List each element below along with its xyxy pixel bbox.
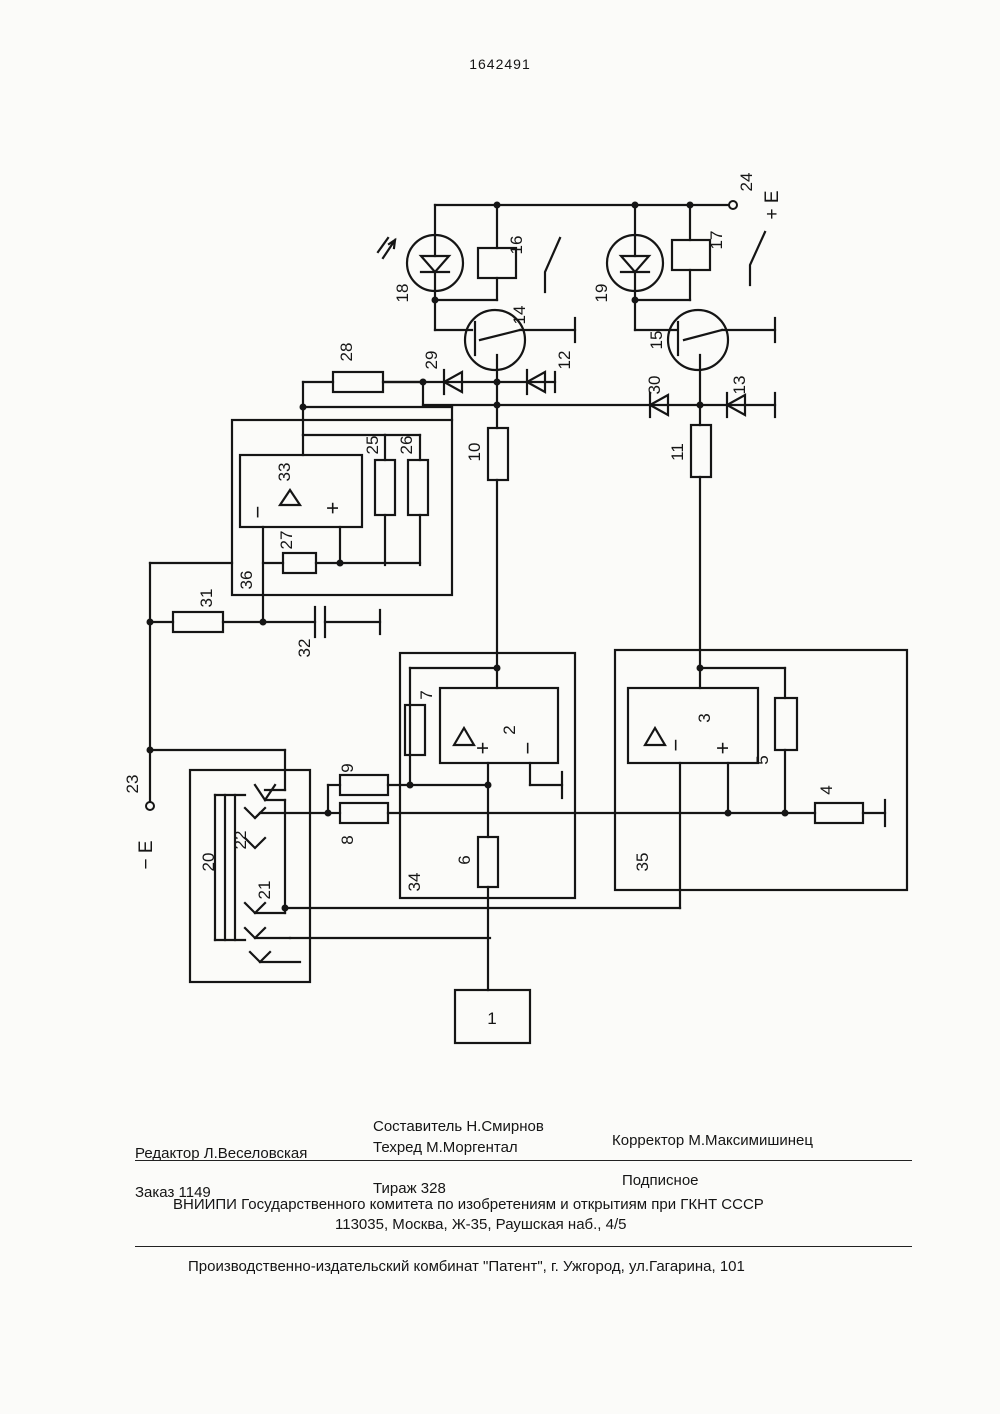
label-28: 28 bbox=[337, 343, 356, 362]
techred: Техред М.Моргентал bbox=[373, 1139, 518, 1156]
supply-minus-e: − E bbox=[136, 840, 157, 869]
label-26: 26 bbox=[397, 436, 416, 455]
label-1: 1 bbox=[487, 1009, 496, 1028]
label-25: 25 bbox=[363, 436, 382, 455]
circuit-schematic: 1 2 3 4 5 6 7 8 9 10 11 12 13 14 15 16 1… bbox=[0, 0, 1000, 1100]
label-12: 12 bbox=[555, 351, 574, 370]
opamp-2-plus: + bbox=[470, 742, 495, 755]
label-9: 9 bbox=[338, 763, 357, 772]
label-11: 11 bbox=[668, 443, 687, 461]
label-36: 36 bbox=[237, 571, 256, 590]
opamp-3-minus: − bbox=[663, 739, 688, 752]
label-3: 3 bbox=[695, 713, 714, 722]
label-34: 34 bbox=[405, 873, 424, 892]
footer-rule-bottom bbox=[135, 1246, 912, 1247]
label-33: 33 bbox=[275, 463, 294, 482]
label-7: 7 bbox=[417, 690, 436, 699]
label-29: 29 bbox=[422, 351, 441, 370]
label-8: 8 bbox=[338, 835, 357, 844]
label-4: 4 bbox=[817, 785, 836, 794]
label-22: 22 bbox=[231, 831, 250, 850]
label-27: 27 bbox=[277, 531, 296, 550]
label-24: 24 bbox=[737, 173, 756, 192]
opamp-33-minus: − bbox=[245, 506, 270, 519]
label-20: 20 bbox=[199, 853, 218, 872]
composer: Составитель Н.Смирнов bbox=[373, 1118, 544, 1135]
label-17: 17 bbox=[707, 231, 726, 250]
label-18: 18 bbox=[393, 284, 412, 303]
label-16: 16 bbox=[507, 236, 526, 255]
label-31: 31 bbox=[197, 589, 216, 608]
circulation: Тираж 328 bbox=[373, 1180, 446, 1197]
label-23: 23 bbox=[123, 775, 142, 794]
subscription: Подписное bbox=[622, 1172, 699, 1189]
label-2: 2 bbox=[500, 725, 519, 734]
publisher: Производственно-издательский комбинат "П… bbox=[188, 1258, 745, 1275]
label-15: 15 bbox=[647, 331, 666, 350]
label-6: 6 bbox=[455, 855, 474, 864]
label-10: 10 bbox=[465, 443, 484, 462]
label-14: 14 bbox=[510, 306, 529, 325]
label-30: 30 bbox=[645, 376, 664, 395]
corrector: Корректор М.Максимишинец bbox=[612, 1132, 813, 1149]
opamp-2-minus: − bbox=[515, 742, 540, 755]
opamp-3-plus: + bbox=[710, 742, 735, 755]
footer-rule-top bbox=[135, 1160, 912, 1161]
org-line-2: 113035, Москва, Ж-35, Раушская наб., 4/5 bbox=[335, 1216, 627, 1233]
supply-plus-e: + E bbox=[762, 190, 783, 219]
label-5: 5 bbox=[753, 755, 772, 764]
label-19: 19 bbox=[592, 284, 611, 303]
opamp-33-plus: + bbox=[320, 502, 345, 515]
label-13: 13 bbox=[730, 376, 749, 395]
label-21: 21 bbox=[255, 881, 274, 900]
label-35: 35 bbox=[633, 853, 652, 872]
org-line-1: ВНИИПИ Государственного комитета по изоб… bbox=[173, 1196, 764, 1213]
label-32: 32 bbox=[295, 639, 314, 658]
